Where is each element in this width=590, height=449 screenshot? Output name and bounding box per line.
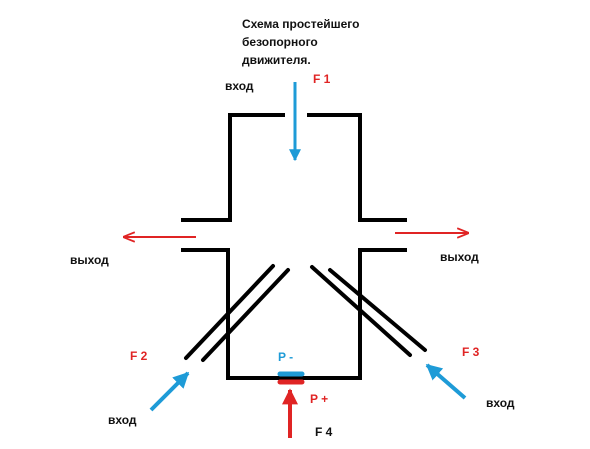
top-right-wall [307, 113, 407, 222]
p-minus-label: P - [278, 350, 294, 364]
f4-label: F 4 [315, 425, 333, 439]
f2-label: F 2 [130, 349, 148, 363]
outlet-label-right: выход [440, 250, 479, 264]
p-plus-label: P + [310, 392, 329, 406]
title-line-2: безопорного [242, 35, 318, 49]
f3-label: F 3 [462, 345, 480, 359]
inlet-label-top: вход [225, 79, 254, 93]
right-inlet-nozzle [310, 265, 427, 357]
lower-left-wall [181, 248, 407, 380]
chamber-outline [181, 113, 407, 380]
inlet-label-left: вход [108, 413, 137, 427]
inlet-label-right: вход [486, 396, 515, 410]
f3-arrow [425, 363, 467, 400]
outlet-label-left: выход [70, 253, 109, 267]
diagram-title: Схема простейшего безопорного движителя. [242, 15, 372, 69]
title-line-1: Схема простейшего [242, 17, 360, 31]
top-left-wall [181, 113, 285, 222]
left-inlet-nozzle [184, 264, 290, 362]
f2-arrow [149, 371, 190, 412]
title-line-3: движителя. [242, 53, 311, 67]
f1-label: F 1 [313, 72, 331, 86]
